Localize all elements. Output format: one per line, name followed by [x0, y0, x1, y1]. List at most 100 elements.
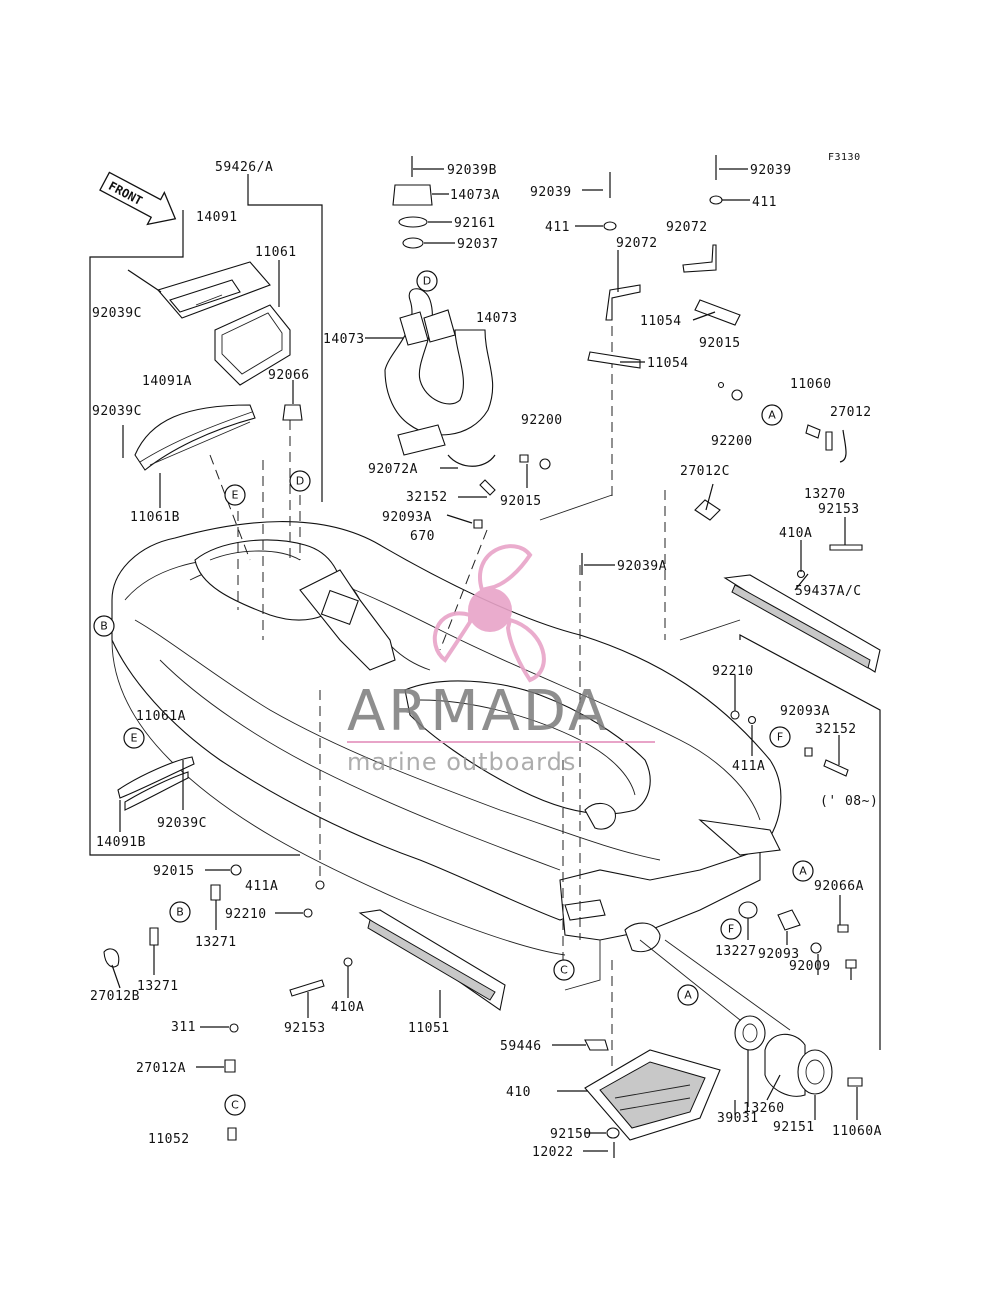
part-label: 410	[506, 1085, 531, 1100]
figure-code: F3130	[828, 152, 861, 163]
part-label: 32152	[815, 722, 857, 737]
part-label: 14091A	[142, 374, 192, 389]
part-label: 92009	[789, 959, 831, 974]
callout-markers: D E D B A F E A B F C A C	[93, 270, 814, 1116]
grate-59437A-C	[723, 574, 881, 673]
part-label: 410A	[331, 1000, 364, 1015]
storage-lid-14091	[157, 261, 271, 319]
clamp-92072A	[447, 454, 496, 467]
part-label: 13271	[137, 979, 179, 994]
part-label: 92072	[616, 236, 658, 251]
part-label: 92072A	[368, 462, 418, 477]
part-label: 92066	[268, 368, 310, 383]
part-label: 11060	[790, 377, 832, 392]
part-label: 11051	[408, 1021, 450, 1036]
part-label: 14073	[476, 311, 518, 326]
part-label: 92093A	[780, 704, 830, 719]
part-label: 92039C	[92, 404, 142, 419]
part-label: 14073	[323, 332, 365, 347]
part-label: 92066A	[814, 879, 864, 894]
front-arrow-icon: FRONT	[99, 171, 177, 226]
callout-e: E	[131, 732, 138, 745]
callout-e: E	[232, 489, 239, 502]
part-label: 11061A	[136, 709, 186, 724]
part-label: 27012B	[90, 989, 140, 1004]
part-labels: 59426/A 14091 11061 92039C 14091A 92066 …	[90, 160, 882, 1160]
hardware-left-lower	[103, 864, 353, 1141]
part-label: 92200	[521, 413, 563, 428]
part-label: 59437A/C	[795, 584, 862, 599]
part-label: 92093	[758, 947, 800, 962]
part-label: 11054	[640, 314, 682, 329]
part-label: 311	[171, 1020, 196, 1035]
part-label: 92210	[225, 907, 267, 922]
part-label: 11061	[255, 245, 297, 260]
propeller-logo-icon	[432, 544, 546, 683]
part-label: 410A	[779, 526, 812, 541]
part-label: 27012	[830, 405, 872, 420]
callout-a: A	[768, 409, 776, 422]
part-label: 27012C	[680, 464, 730, 479]
callout-a: A	[684, 989, 692, 1002]
hardware-right	[730, 710, 849, 777]
part-label: 92039	[530, 185, 572, 200]
callout-f: F	[728, 923, 734, 936]
part-label: 411A	[732, 759, 765, 774]
label-leaders	[111, 168, 858, 1152]
part-label: 13227	[715, 944, 757, 959]
leader-lines	[209, 310, 791, 1110]
part-label: 11054	[647, 356, 689, 371]
callout-c: C	[231, 1099, 239, 1112]
part-label: 670	[410, 529, 435, 544]
part-label: 411	[545, 220, 570, 235]
part-label: 92039	[750, 163, 792, 178]
part-label: 11061B	[130, 510, 180, 525]
part-label: (' 08~)	[820, 794, 878, 809]
callout-d: D	[296, 475, 304, 488]
watermark: ARMADA marine outboards	[347, 544, 655, 776]
cap-92066	[282, 404, 303, 421]
part-label: 32152	[406, 490, 448, 505]
callout-c: C	[560, 964, 568, 977]
pump-parts	[734, 901, 863, 1097]
part-label: 11052	[148, 1132, 190, 1147]
part-label: 13260	[743, 1101, 785, 1116]
part-label: 39031	[717, 1111, 759, 1126]
part-label: 92015	[500, 494, 542, 509]
part-label: 92150	[550, 1127, 592, 1142]
part-label: 92161	[454, 216, 496, 231]
cover-14091B	[117, 756, 195, 811]
ride-plate-59446	[584, 1039, 721, 1158]
gasket-11061	[214, 304, 291, 386]
part-label: 59446	[500, 1039, 542, 1054]
part-label: 14091	[196, 210, 238, 225]
part-label: 12022	[532, 1145, 574, 1160]
part-label: 27012A	[136, 1061, 186, 1076]
part-label: 13270	[804, 487, 846, 502]
part-label: 92153	[818, 502, 860, 517]
part-label: 92153	[284, 1021, 326, 1036]
callout-f: F	[777, 731, 783, 744]
part-label: 92039C	[157, 816, 207, 831]
part-label: 92015	[699, 336, 741, 351]
part-label: 13271	[195, 935, 237, 950]
callout-b: B	[176, 906, 184, 919]
part-label: 92039C	[92, 306, 142, 321]
part-label: 92200	[711, 434, 753, 449]
part-label: 92037	[457, 237, 499, 252]
part-label: 411	[752, 195, 777, 210]
part-label: 92151	[773, 1120, 815, 1135]
hull-body	[111, 521, 782, 991]
part-label: 14091B	[96, 835, 146, 850]
callout-b: B	[100, 620, 108, 633]
part-label: 92072	[666, 220, 708, 235]
part-label: 11060A	[832, 1124, 882, 1139]
callout-d: D	[423, 275, 431, 288]
part-label: 411A	[245, 879, 278, 894]
cover-14091A	[134, 404, 256, 471]
part-label: 92210	[712, 664, 754, 679]
callout-a: A	[799, 865, 807, 878]
part-label: 92039B	[447, 163, 497, 178]
watermark-title: ARMADA	[347, 679, 609, 744]
